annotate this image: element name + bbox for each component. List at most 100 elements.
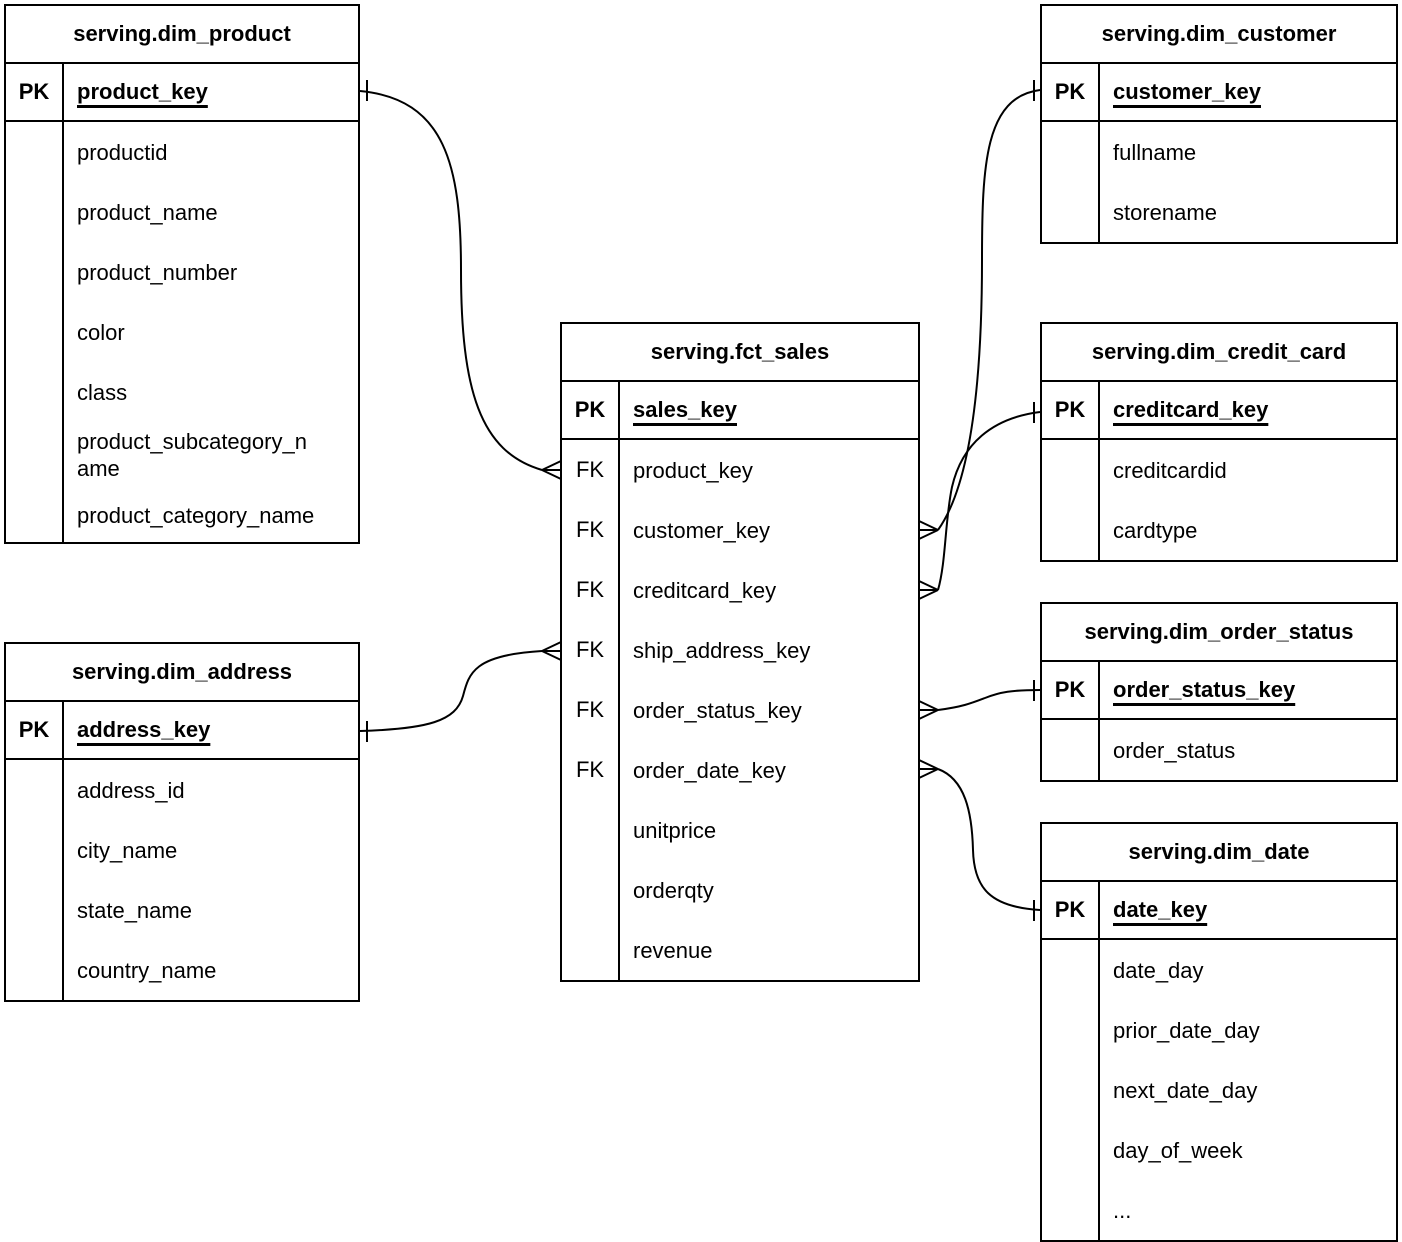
table-dim-address: serving.dim_address PK address_key addre… [4, 642, 360, 1002]
pk-label: PK [1042, 382, 1100, 438]
key-column [1042, 720, 1100, 780]
table-body: order_status [1042, 720, 1396, 780]
pk-row: PK order_status_key [1042, 662, 1396, 720]
field-name: storename [1113, 199, 1217, 225]
relationship-line-product [359, 90, 543, 471]
crows-foot-many-icon [918, 700, 939, 720]
fk-label: FK [575, 517, 605, 542]
table-title: serving.dim_date [1042, 824, 1396, 882]
pk-field: address_key [77, 717, 211, 742]
relationship-line-address [359, 650, 543, 732]
fk-label: FK [575, 697, 605, 722]
relationship-line-customer [937, 89, 1041, 531]
field-name: state_name [77, 897, 192, 923]
field-name: address_id [77, 777, 185, 803]
pk-label: PK [1042, 64, 1100, 120]
field-name: city_name [77, 837, 178, 863]
crows-foot-many-icon [918, 520, 939, 540]
relationship-dim-customer [918, 80, 1041, 540]
field-name: order_status_key [633, 697, 802, 723]
table-dim-product: serving.dim_product PK product_key produ… [4, 4, 360, 544]
pk-row: PK address_key [6, 702, 358, 760]
field-name: day_of_week [1113, 1137, 1243, 1163]
pk-label: PK [1042, 882, 1100, 938]
pk-row: PK product_key [6, 64, 358, 122]
table-body: address_id city_name state_name country_… [6, 760, 358, 1000]
field-name: date_day [1113, 957, 1204, 983]
fk-label: FK [575, 577, 605, 602]
relationship-dim-product [359, 80, 562, 480]
crows-foot-many-icon [541, 460, 562, 480]
field-name: product_name [77, 199, 218, 225]
pk-label: PK [1042, 662, 1100, 718]
table-dim-credit-card: serving.dim_credit_card PK creditcard_ke… [1040, 322, 1398, 562]
table-title: serving.dim_product [6, 6, 358, 64]
relationship-line-credit-card [937, 411, 1041, 591]
pk-field: creditcard_key [1113, 397, 1269, 422]
table-body: productid product_name product_number co… [6, 122, 358, 542]
key-column: FK FK FK FK FK FK [562, 440, 620, 980]
crows-foot-many-icon [918, 759, 939, 779]
table-body: date_day prior_date_day next_date_day da… [1042, 940, 1396, 1240]
field-name: creditcardid [1113, 457, 1227, 483]
field-name: revenue [633, 937, 713, 963]
fk-label: FK [575, 457, 605, 482]
pk-field: customer_key [1113, 79, 1261, 104]
field-name: class [77, 379, 128, 405]
table-title: serving.dim_customer [1042, 6, 1396, 64]
crows-foot-many-icon [541, 641, 562, 661]
field-name: product_category_name [77, 502, 315, 528]
pk-row: PK creditcard_key [1042, 382, 1396, 440]
field-name: customer_key [633, 517, 770, 543]
pk-row: PK customer_key [1042, 64, 1396, 122]
fk-label: FK [575, 637, 605, 662]
crows-foot-many-icon [918, 580, 939, 600]
field-name: product_number [77, 259, 238, 285]
field-name: order_status [1113, 737, 1236, 763]
field-name: ship_address_key [633, 637, 811, 663]
field-name: product_key [633, 457, 753, 483]
relationship-line-date [937, 768, 1041, 911]
key-column [1042, 940, 1100, 1240]
key-column [1042, 122, 1100, 242]
field-name: country_name [77, 957, 217, 983]
table-body: FK FK FK FK FK FK product_key customer_k… [562, 440, 918, 980]
pk-label: PK [6, 702, 64, 758]
key-column [6, 122, 64, 542]
field-name: ... [1113, 1197, 1132, 1223]
table-title: serving.dim_address [6, 644, 358, 702]
pk-field: date_key [1113, 897, 1208, 922]
key-column [1042, 440, 1100, 560]
table-dim-order-status: serving.dim_order_status PK order_status… [1040, 602, 1398, 782]
key-column [6, 760, 64, 1000]
field-name: order_date_key [633, 757, 786, 783]
table-body: fullname storename [1042, 122, 1396, 242]
fk-label: FK [575, 757, 605, 782]
pk-row: PK date_key [1042, 882, 1396, 940]
relationship-dim-credit-card [918, 402, 1041, 600]
pk-label: PK [562, 382, 620, 438]
pk-field: sales_key [633, 397, 737, 422]
pk-label: PK [6, 64, 64, 120]
pk-row: PK sales_key [562, 382, 918, 440]
pk-field: product_key [77, 79, 208, 104]
field-name: creditcard_key [633, 577, 777, 603]
table-dim-customer: serving.dim_customer PK customer_key ful… [1040, 4, 1398, 244]
field-name: cardtype [1113, 517, 1198, 543]
field-name: next_date_day [1113, 1077, 1258, 1103]
field-name: unitprice [633, 817, 717, 843]
field-name: orderqty [633, 877, 714, 903]
relationship-dim-address [359, 641, 562, 742]
field-name: fullname [1113, 139, 1197, 165]
table-body: creditcardid cardtype [1042, 440, 1396, 560]
table-dim-date: serving.dim_date PK date_key date_day pr… [1040, 822, 1398, 1242]
relationship-dim-order-status [918, 680, 1041, 720]
field-name: productid [77, 139, 168, 165]
table-fct-sales: serving.fct_sales PK sales_key FK FK FK … [560, 322, 920, 982]
relationship-line-order-status [937, 689, 1041, 711]
pk-field: order_status_key [1113, 677, 1296, 702]
field-name: product_subcategory_name [77, 429, 307, 481]
table-title: serving.dim_order_status [1042, 604, 1396, 662]
fk-label [562, 800, 618, 860]
